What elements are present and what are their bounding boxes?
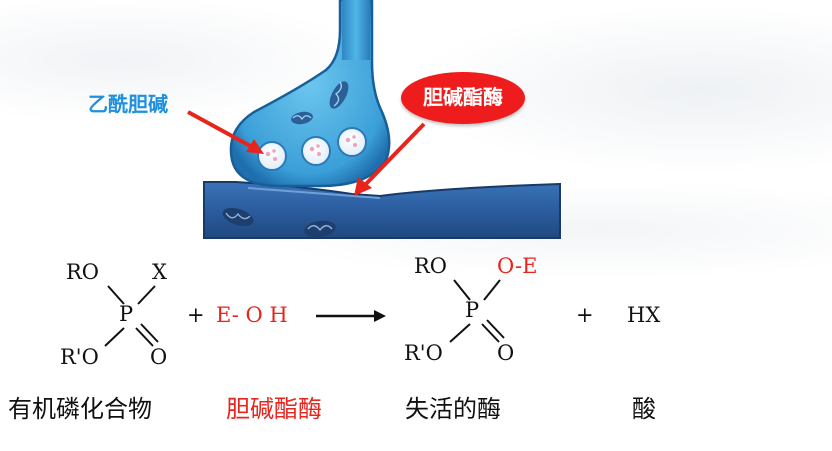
- reactant-o: O: [150, 345, 168, 369]
- product-o: O: [497, 341, 515, 365]
- enzyme-arrow: [354, 122, 426, 196]
- reactant-ro: RO: [66, 260, 100, 284]
- product-bonds: [449, 279, 505, 343]
- product-ro: RO: [414, 254, 448, 278]
- caption-enzyme: 胆碱酯酶: [226, 395, 322, 423]
- product-o-e: O-E: [497, 254, 538, 278]
- vesicle: [257, 141, 287, 171]
- acetylcholine-arrow: [187, 110, 264, 154]
- vesicle: [337, 127, 367, 157]
- reactant-bonds: [104, 285, 159, 347]
- product-p: P: [465, 298, 480, 322]
- reactant-p: P: [119, 302, 134, 326]
- reactant-x: X: [152, 260, 167, 284]
- reactant-r-prime-o: R'O: [60, 345, 99, 369]
- enzyme-formula: E- O H: [216, 303, 288, 327]
- postsynaptic-membrane: [203, 181, 561, 239]
- caption-acid: 酸: [632, 395, 656, 423]
- cholinesterase-badge: [401, 72, 525, 124]
- presynaptic-terminal: [229, 0, 391, 188]
- plus-sign: +: [576, 303, 594, 327]
- caption-inactivated-enzyme: 失活的酶: [405, 395, 501, 423]
- vesicle: [301, 136, 331, 166]
- caption-organophosphate: 有机磷化合物: [8, 395, 152, 423]
- mitochondrion: [222, 207, 254, 227]
- reaction-arrow: [316, 310, 386, 322]
- plus-sign: +: [187, 303, 205, 327]
- cholinesterase-badge-label: 胆碱酯酶: [423, 85, 503, 109]
- acetylcholine-label: 乙酰胆碱: [88, 92, 168, 116]
- mitochondrion: [304, 220, 336, 238]
- mitochondrion: [291, 111, 313, 125]
- product-r-prime-o: R'O: [404, 341, 443, 365]
- acid-formula: HX: [627, 303, 661, 327]
- mitochondrion: [329, 81, 349, 109]
